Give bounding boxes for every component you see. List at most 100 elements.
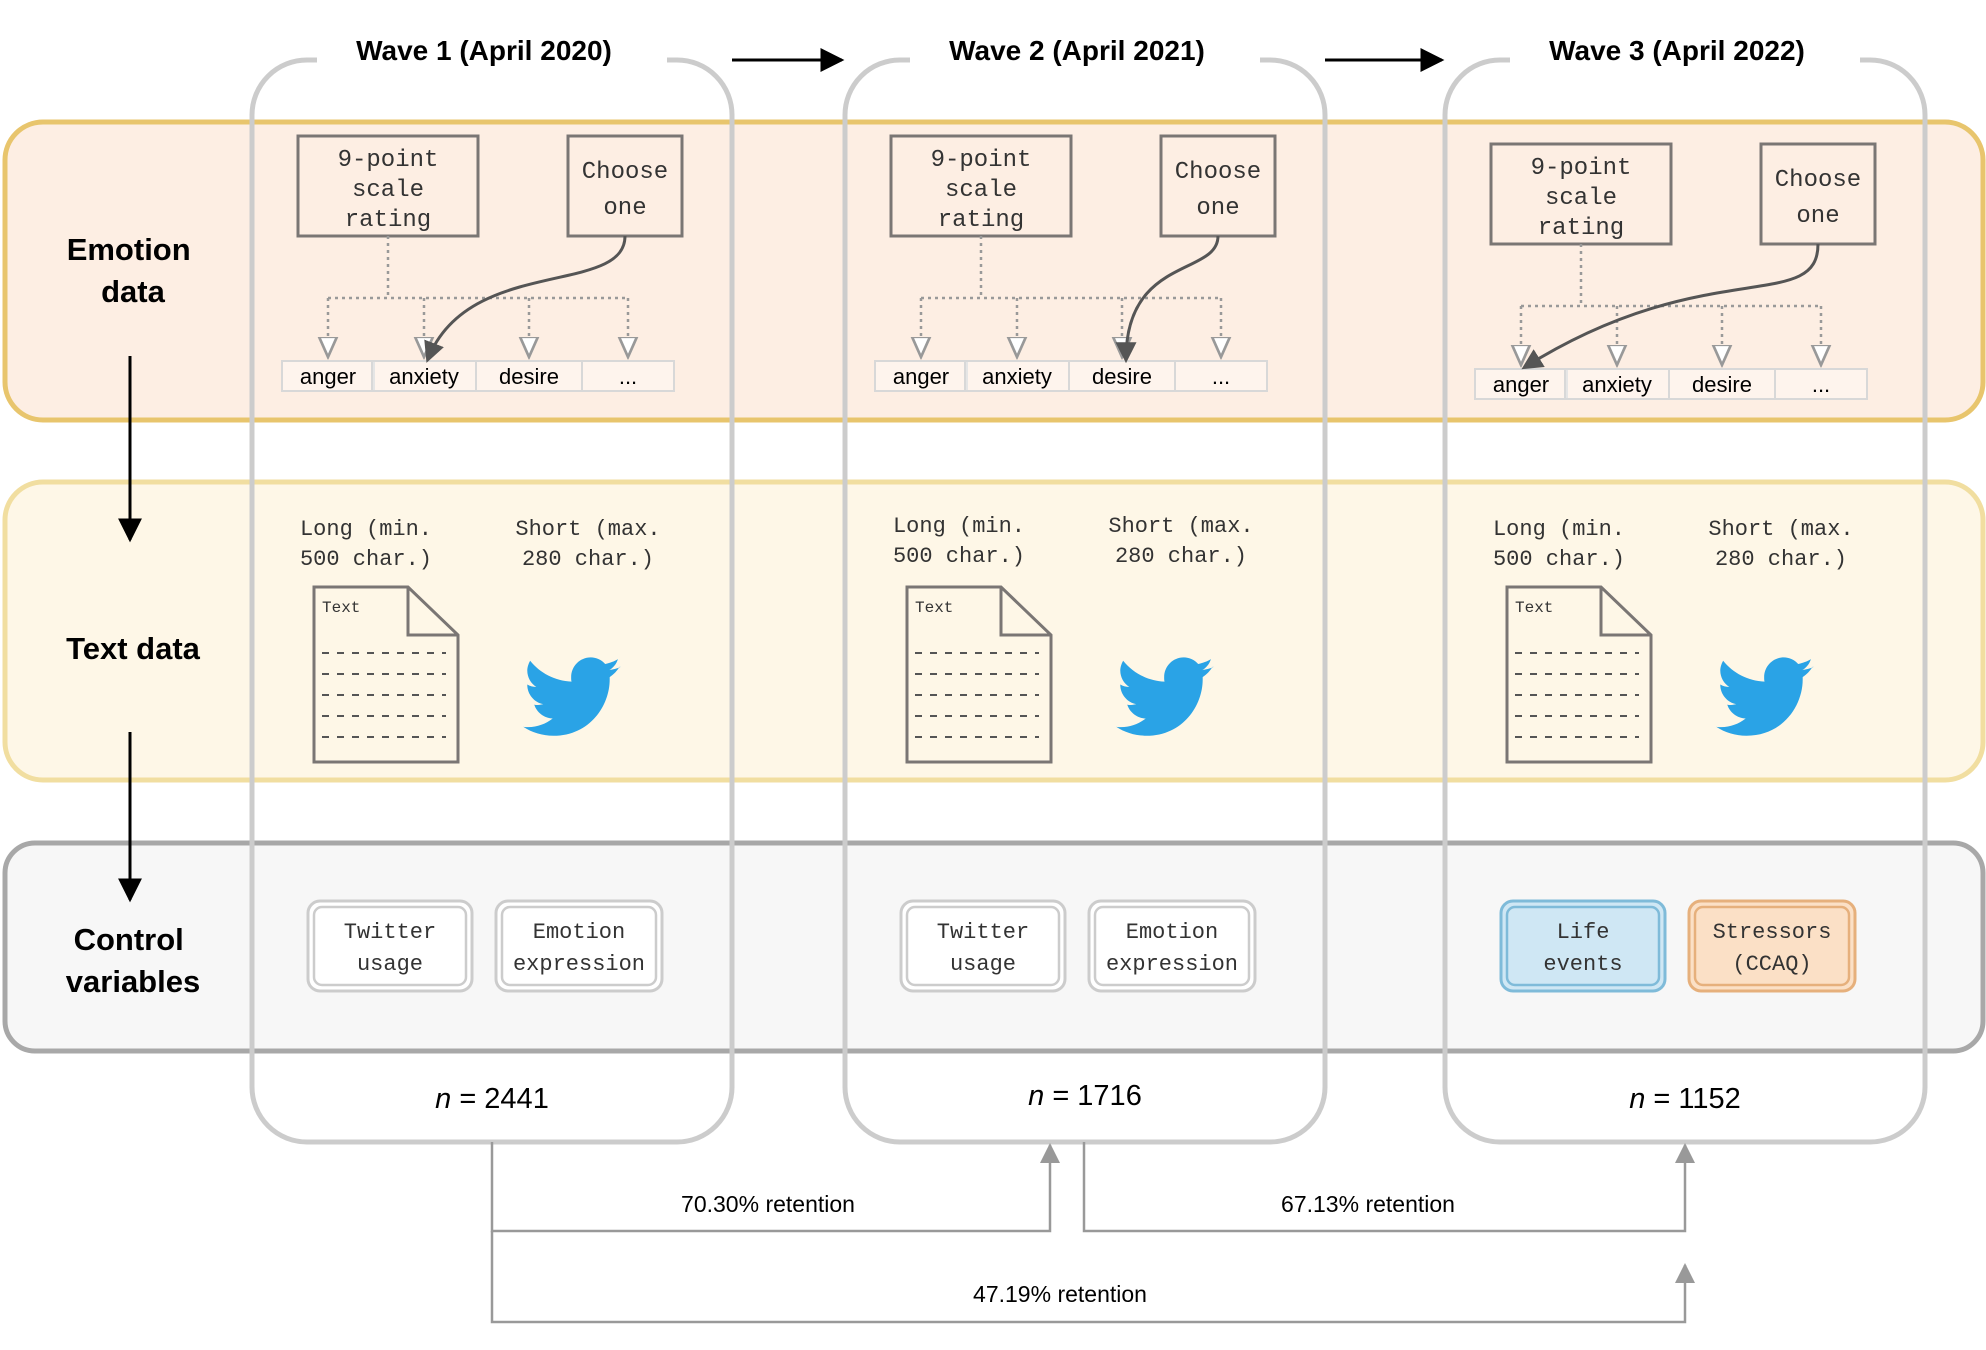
control-variable-box: Stressors (CCAQ) [1687, 899, 1857, 993]
retention-line-w1-w2 [490, 1142, 1060, 1233]
wave-column-3: Wave 3 (April 2022) 9-point scale rating Cho… [1442, 30, 1928, 1145]
control-variable-label: expression [1106, 952, 1238, 977]
document-icon: Text [312, 585, 460, 764]
emotion-cell [581, 360, 675, 392]
control-variable-label: Twitter [937, 920, 1029, 945]
control-variable-label: Life [1557, 920, 1610, 945]
emotion-cell [874, 360, 968, 392]
document-label: Text [915, 599, 953, 617]
twitter-bird-icon [523, 657, 621, 736]
twitter-bird-icon [1116, 657, 1214, 736]
emotion-label: anger [300, 364, 356, 389]
long-text-label: Long (min. [893, 514, 1025, 539]
short-text-label: Short (max. [1708, 517, 1853, 542]
control-variable-label: (CCAQ) [1732, 952, 1811, 977]
choose-one-label: one [603, 195, 646, 222]
emotion-cell [964, 360, 1070, 392]
long-text-label: 500 char.) [893, 544, 1025, 569]
short-text-label: Short (max. [515, 517, 660, 542]
wave-title: Wave 1 (April 2020) [356, 35, 612, 66]
sample-size-symbol: n [1028, 1080, 1044, 1112]
rating-scale-label: 9-point [338, 147, 439, 174]
emotion-label: anger [893, 364, 949, 389]
twitter-bird-icon [1716, 657, 1814, 736]
control-variable-box: Life events [1499, 899, 1667, 993]
control-variable-box: Emotion expression [1087, 899, 1257, 993]
choose-one-label: Choose [1175, 159, 1261, 186]
short-text-label: 280 char.) [1715, 547, 1847, 572]
sample-size-symbol: n [435, 1083, 451, 1115]
sample-size: n= 2441 [435, 1083, 549, 1115]
control-variable-box: Emotion expression [494, 899, 664, 993]
retention-label-w1-w3: 47.19% retention [973, 1281, 1147, 1307]
control-variable-label: Stressors [1713, 920, 1832, 945]
short-text-label: Short (max. [1108, 514, 1253, 539]
rating-scale-label: 9-point [931, 147, 1032, 174]
wave-column-2: Wave 2 (April 2021) 9-point scale rating Cho… [842, 30, 1328, 1145]
control-variable-label: usage [950, 952, 1016, 977]
rating-scale-label: scale [352, 177, 424, 204]
emotion-cell [371, 360, 477, 392]
document-label: Text [322, 599, 360, 617]
choose-one-label: one [1796, 203, 1839, 230]
choose-one-arrow [1521, 243, 1820, 370]
sample-size-value: = 1152 [1653, 1083, 1740, 1115]
emotion-label: ... [1812, 372, 1830, 397]
control-variable-label: Emotion [1126, 920, 1218, 945]
control-variable-label: Twitter [344, 920, 436, 945]
long-text-label: 500 char.) [300, 547, 432, 572]
retention-label-w2-w3: 67.13% retention [1281, 1191, 1455, 1217]
choose-one-label: Choose [582, 159, 668, 186]
choose-one-arrow [424, 235, 627, 363]
sample-size: n= 1152 [1629, 1083, 1741, 1115]
emotion-label: anger [1493, 372, 1549, 397]
sample-size-value: = 2441 [459, 1083, 549, 1115]
row-label-emotion: Emotion data [67, 232, 200, 309]
emotion-cell [1174, 360, 1268, 392]
retention-connectors [490, 1142, 1695, 1324]
emotion-cell [1774, 368, 1868, 400]
retention-line-w1-w3 [490, 1231, 1695, 1324]
emotion-label: ... [1212, 364, 1230, 389]
control-variable-label: expression [513, 952, 645, 977]
rating-scale-label: rating [345, 207, 431, 234]
emotion-cell [281, 360, 375, 392]
control-variable-box: Twitter usage [899, 899, 1067, 993]
control-variable-label: events [1543, 952, 1622, 977]
choose-one-label: one [1196, 195, 1239, 222]
rating-scale-label: scale [945, 177, 1017, 204]
rating-scale-label: rating [1538, 215, 1624, 242]
long-text-label: 500 char.) [1493, 547, 1625, 572]
wave-title: Wave 3 (April 2022) [1549, 35, 1805, 66]
emotion-label: desire [1692, 372, 1752, 397]
retention-label-w1-w2: 70.30% retention [681, 1191, 855, 1217]
sample-size-symbol: n [1629, 1083, 1645, 1115]
document-icon: Text [1505, 585, 1653, 764]
emotion-cell [1474, 368, 1568, 400]
emotion-label: ... [619, 364, 637, 389]
rating-scale-label: scale [1545, 185, 1617, 212]
wave-title-gap [1510, 30, 1860, 80]
emotion-label: desire [1092, 364, 1152, 389]
wave-title: Wave 2 (April 2021) [949, 35, 1205, 66]
long-text-label: Long (min. [300, 517, 432, 542]
short-text-label: 280 char.) [522, 547, 654, 572]
choose-one-label: Choose [1775, 167, 1861, 194]
emotion-label: desire [499, 364, 559, 389]
sample-size: n= 1716 [1028, 1080, 1142, 1112]
retention-line-w2-w3 [1082, 1142, 1695, 1233]
choose-one-arrow [1115, 235, 1220, 364]
wave-title-gap [317, 30, 667, 80]
control-variable-label: Emotion [533, 920, 625, 945]
rating-scale-label: rating [938, 207, 1024, 234]
text-data-band [2, 479, 1986, 783]
document-label: Text [1515, 599, 1553, 617]
document-icon: Text [905, 585, 1053, 764]
rating-scale-label: 9-point [1531, 155, 1632, 182]
emotion-label: anxiety [389, 364, 459, 389]
emotion-label: anxiety [1582, 372, 1652, 397]
wave-title-gap [910, 30, 1260, 80]
emotion-label: anxiety [982, 364, 1052, 389]
